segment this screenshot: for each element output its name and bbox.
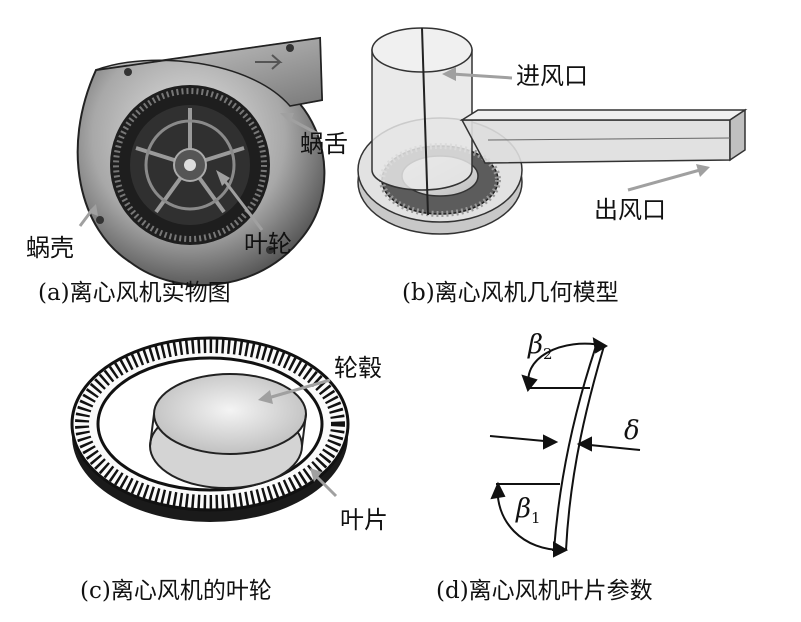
impeller-model bbox=[70, 336, 350, 522]
symbol-beta1: β1 bbox=[516, 494, 541, 527]
photo-impeller bbox=[110, 85, 270, 245]
caption-a: (a)离心风机实物图 bbox=[38, 280, 231, 306]
callout-arrows-a bbox=[78, 113, 319, 231]
symbol-beta2: β2 bbox=[528, 330, 553, 363]
label-blade: 叶片 bbox=[340, 506, 388, 534]
caption-b: (b)离心风机几何模型 bbox=[402, 280, 619, 306]
label-impeller: 叶轮 bbox=[244, 230, 292, 258]
label-volute: 蜗壳 bbox=[26, 234, 74, 262]
geometric-model bbox=[357, 27, 748, 235]
symbol-delta: δ bbox=[624, 416, 640, 446]
label-outlet: 出风口 bbox=[594, 196, 666, 224]
blade-parameter-diagram bbox=[489, 337, 641, 558]
label-hub: 轮毂 bbox=[334, 354, 382, 382]
caption-c: (c)离心风机的叶轮 bbox=[80, 578, 272, 604]
label-inlet: 进风口 bbox=[516, 62, 588, 90]
caption-d: (d)离心风机叶片参数 bbox=[436, 578, 653, 604]
label-tongue: 蜗舌 bbox=[300, 130, 348, 158]
